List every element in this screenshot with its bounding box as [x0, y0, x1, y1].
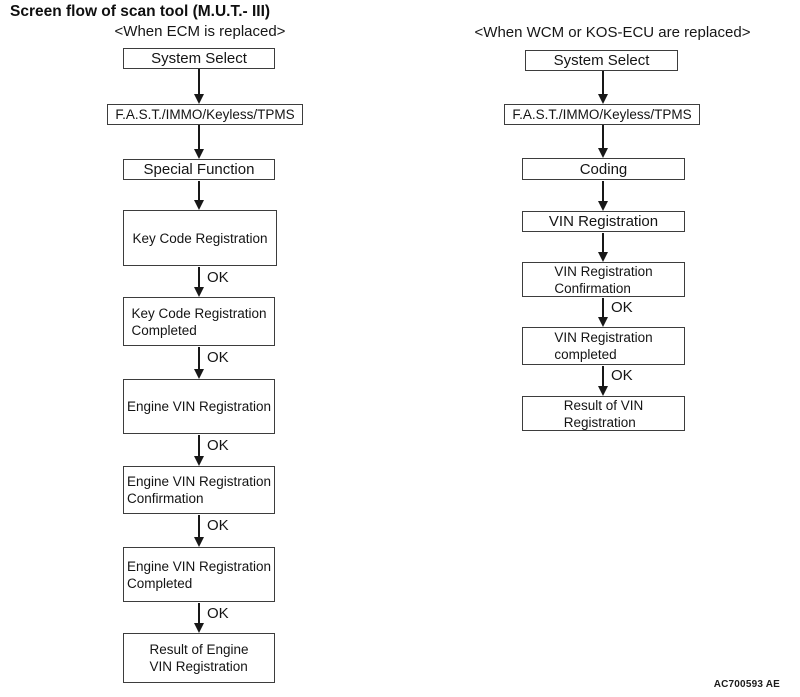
- down-arrow: [193, 603, 205, 633]
- flow-node-system-select-ecm: System Select: [123, 48, 275, 69]
- connector-ok-label: OK: [207, 349, 229, 366]
- arrow-stem: [198, 347, 200, 370]
- down-arrow: [597, 181, 609, 211]
- arrow-stem: [198, 69, 200, 95]
- flow-node-vin-registration: VIN Registration: [522, 211, 685, 232]
- arrow-head-icon: [194, 200, 204, 210]
- down-arrow: [193, 69, 205, 104]
- left-flow-heading: <When ECM is replaced>: [114, 23, 286, 40]
- arrow-head-icon: [194, 537, 204, 547]
- arrow-stem: [198, 125, 200, 150]
- down-arrow: [193, 515, 205, 547]
- flow-node-vin-registration-completed: VIN Registration completed: [522, 327, 685, 365]
- arrow-head-icon: [194, 369, 204, 379]
- flow-node-special-function: Special Function: [123, 159, 275, 180]
- flow-node-system-select-wcm: System Select: [525, 50, 678, 71]
- down-arrow: [193, 125, 205, 159]
- flow-node-label: F.A.S.T./IMMO/Keyless/TPMS: [512, 107, 692, 122]
- flow-node-label: Engine VIN Registration Completed: [126, 558, 272, 591]
- flow-node-result-of-vin-registration: Result of VIN Registration: [522, 396, 685, 431]
- flow-node-label: Key Code Registration: [132, 230, 268, 246]
- down-arrow: [597, 233, 609, 262]
- arrow-stem: [602, 298, 604, 318]
- down-arrow: [193, 181, 205, 210]
- flow-node-label: System Select: [553, 52, 650, 69]
- right-flow-heading: <When WCM or KOS-ECU are replaced>: [474, 24, 751, 41]
- down-arrow: [597, 298, 609, 327]
- figure-code: AC700593 AE: [713, 679, 780, 690]
- flow-node-key-code-registration-completed: Key Code Registration Completed: [123, 297, 275, 346]
- flow-node-fast-immo-keyless-tpms-ecm: F.A.S.T./IMMO/Keyless/TPMS: [107, 104, 303, 125]
- arrow-head-icon: [598, 148, 608, 158]
- arrow-stem: [602, 233, 604, 253]
- arrow-stem: [198, 515, 200, 538]
- flow-node-label: VIN Registration completed: [554, 330, 653, 362]
- flow-node-fast-immo-keyless-tpms-wcm: F.A.S.T./IMMO/Keyless/TPMS: [504, 104, 700, 125]
- flow-node-engine-vin-registration: Engine VIN Registration: [123, 379, 275, 434]
- flow-node-vin-registration-confirmation: VIN Registration Confirmation: [522, 262, 685, 297]
- flow-node-engine-vin-registration-completed: Engine VIN Registration Completed: [123, 547, 275, 602]
- arrow-head-icon: [194, 149, 204, 159]
- flow-node-label: Engine VIN Registration Confirmation: [126, 474, 272, 506]
- arrow-head-icon: [598, 201, 608, 211]
- arrow-head-icon: [598, 252, 608, 262]
- flow-node-label: Coding: [579, 160, 628, 178]
- diagram-title: Screen flow of scan tool (M.U.T.- III): [10, 3, 271, 20]
- connector-ok-label: OK: [207, 269, 229, 286]
- arrow-head-icon: [194, 456, 204, 466]
- arrow-stem: [198, 267, 200, 288]
- arrow-stem: [198, 181, 200, 201]
- flow-node-label: Special Function: [143, 161, 255, 178]
- connector-ok-label: OK: [207, 517, 229, 534]
- arrow-head-icon: [194, 94, 204, 104]
- connector-ok-label: OK: [207, 437, 229, 454]
- flow-node-key-code-registration: Key Code Registration: [123, 210, 277, 266]
- down-arrow: [597, 366, 609, 396]
- arrow-stem: [602, 366, 604, 387]
- flow-node-label: VIN Registration: [548, 213, 659, 230]
- down-arrow: [193, 435, 205, 466]
- flow-node-result-of-engine-vin-registration: Result of Engine VIN Registration: [123, 633, 275, 683]
- arrow-head-icon: [598, 317, 608, 327]
- arrow-head-icon: [194, 623, 204, 633]
- down-arrow: [193, 267, 205, 297]
- connector-ok-label: OK: [611, 367, 633, 384]
- arrow-stem: [198, 603, 200, 624]
- flow-node-label: Key Code Registration Completed: [131, 305, 267, 338]
- arrow-stem: [602, 71, 604, 95]
- flow-node-label: System Select: [151, 50, 247, 67]
- flow-node-label: VIN Registration Confirmation: [554, 263, 653, 296]
- connector-ok-label: OK: [611, 299, 633, 316]
- flow-node-label: F.A.S.T./IMMO/Keyless/TPMS: [115, 107, 295, 122]
- down-arrow: [193, 347, 205, 379]
- arrow-head-icon: [598, 386, 608, 396]
- arrow-stem: [602, 125, 604, 149]
- flow-node-label: Result of Engine VIN Registration: [149, 642, 249, 674]
- arrow-stem: [602, 181, 604, 202]
- flow-node-engine-vin-registration-confirmation: Engine VIN Registration Confirmation: [123, 466, 275, 514]
- arrow-head-icon: [598, 94, 608, 104]
- flow-node-label: Result of VIN Registration: [563, 397, 644, 430]
- down-arrow: [597, 71, 609, 104]
- flow-node-coding: Coding: [522, 158, 685, 180]
- connector-ok-label: OK: [207, 605, 229, 622]
- arrow-stem: [198, 435, 200, 457]
- arrow-head-icon: [194, 287, 204, 297]
- flow-node-label: Engine VIN Registration: [126, 399, 272, 414]
- down-arrow: [597, 125, 609, 158]
